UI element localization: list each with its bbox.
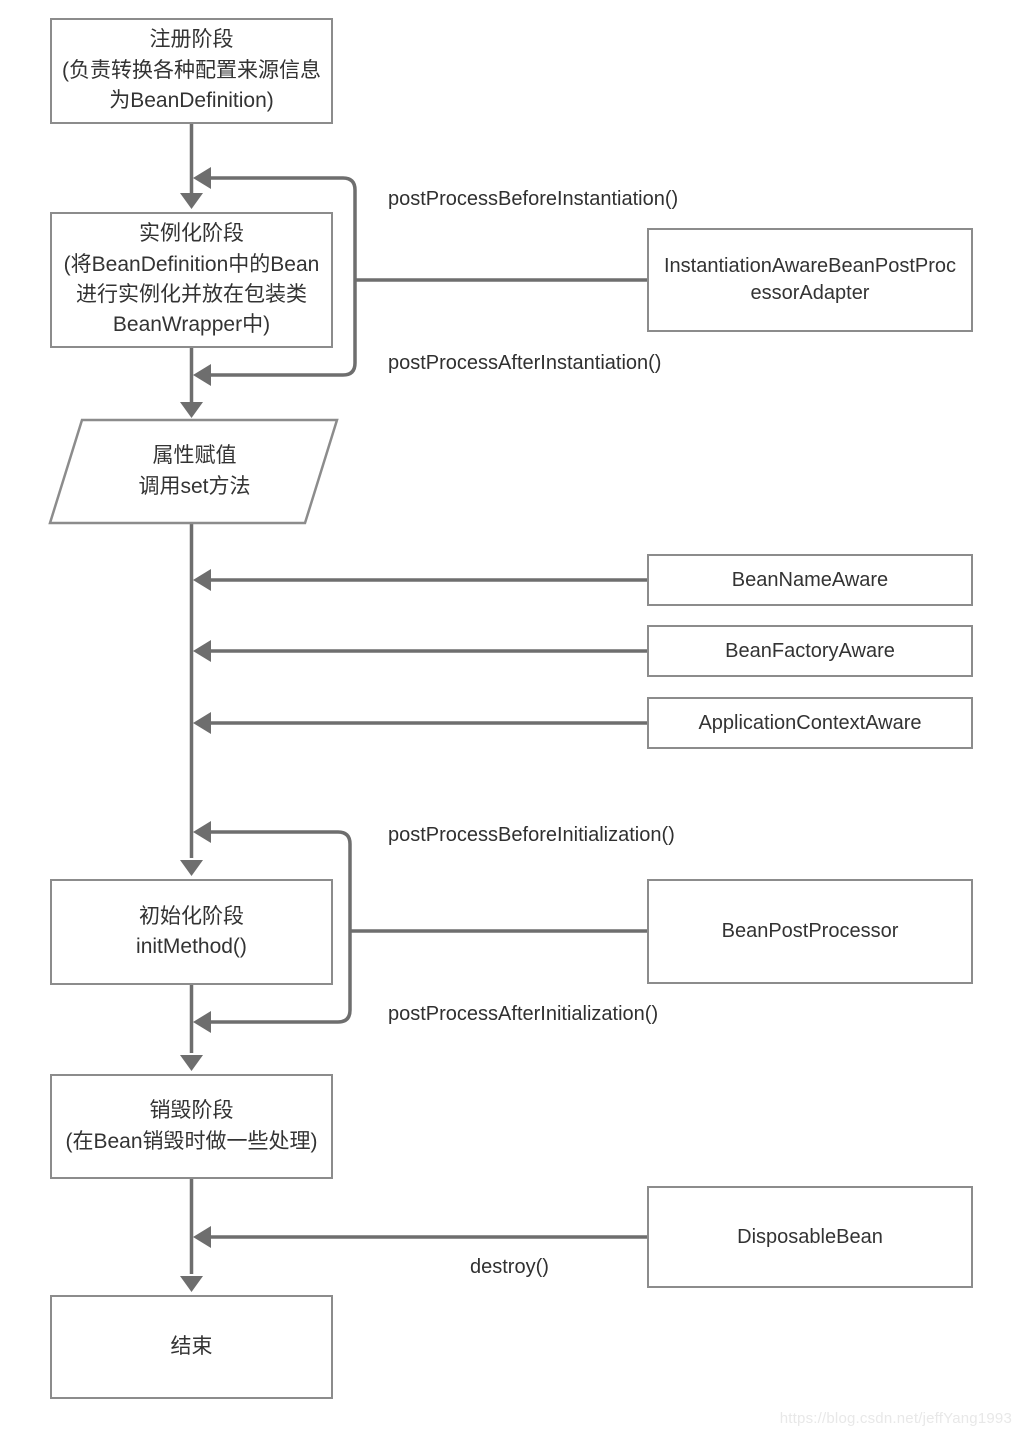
edge-property-to-init [180,523,203,876]
label-destroy: destroy() [470,1256,549,1278]
node-bean-name-aware: BeanNameAware [647,554,973,606]
node-instantiate-phase: 实例化阶段 (将BeanDefinition中的Bean 进行实例化并放在包装类… [50,212,333,348]
edge-bean-name-aware [193,569,647,591]
edge-disposable-bean [193,1226,647,1248]
property-parallelogram-shape [48,418,339,525]
edge-destroy-to-end [180,1179,203,1292]
edge-instantiate-to-property [180,348,203,418]
label-post-process-before-initialization: postProcessBeforeInitialization() [388,824,675,846]
label-post-process-after-initialization: postProcessAfterInitialization() [388,1003,659,1025]
node-application-context-aware: ApplicationContextAware [647,697,973,749]
node-init-phase: 初始化阶段 initMethod() [50,879,333,985]
node-disposable-bean: DisposableBean [647,1186,973,1288]
node-register-phase: 注册阶段 (负责转换各种配置来源信息 为BeanDefinition) [50,18,333,124]
edge-beanpostprocessor-bracket [193,821,647,1033]
node-instantiation-aware-bean-post-processor-adapter: InstantiationAwareBeanPostProcessorAdapt… [647,228,973,332]
node-bean-factory-aware: BeanFactoryAware [647,625,973,677]
csdn-watermark: https://blog.csdn.net/jeffYang1993 [779,1410,1012,1427]
label-post-process-after-instantiation: postProcessAfterInstantiation() [388,352,662,374]
node-property-assignment: 属性赋值 调用set方法 [138,444,251,498]
node-destroy-phase: 销毁阶段 (在Bean销毁时做一些处理) [50,1074,333,1179]
label-post-process-before-instantiation: postProcessBeforeInstantiation() [388,188,679,210]
edge-adapter-bracket [193,167,647,386]
edge-bean-factory-aware [193,640,647,662]
node-end: 结束 [50,1295,333,1399]
edge-register-to-instantiate [180,124,203,209]
edge-application-context-aware [193,712,647,734]
node-bean-post-processor: BeanPostProcessor [647,879,973,984]
edge-init-to-destroy [180,985,203,1071]
